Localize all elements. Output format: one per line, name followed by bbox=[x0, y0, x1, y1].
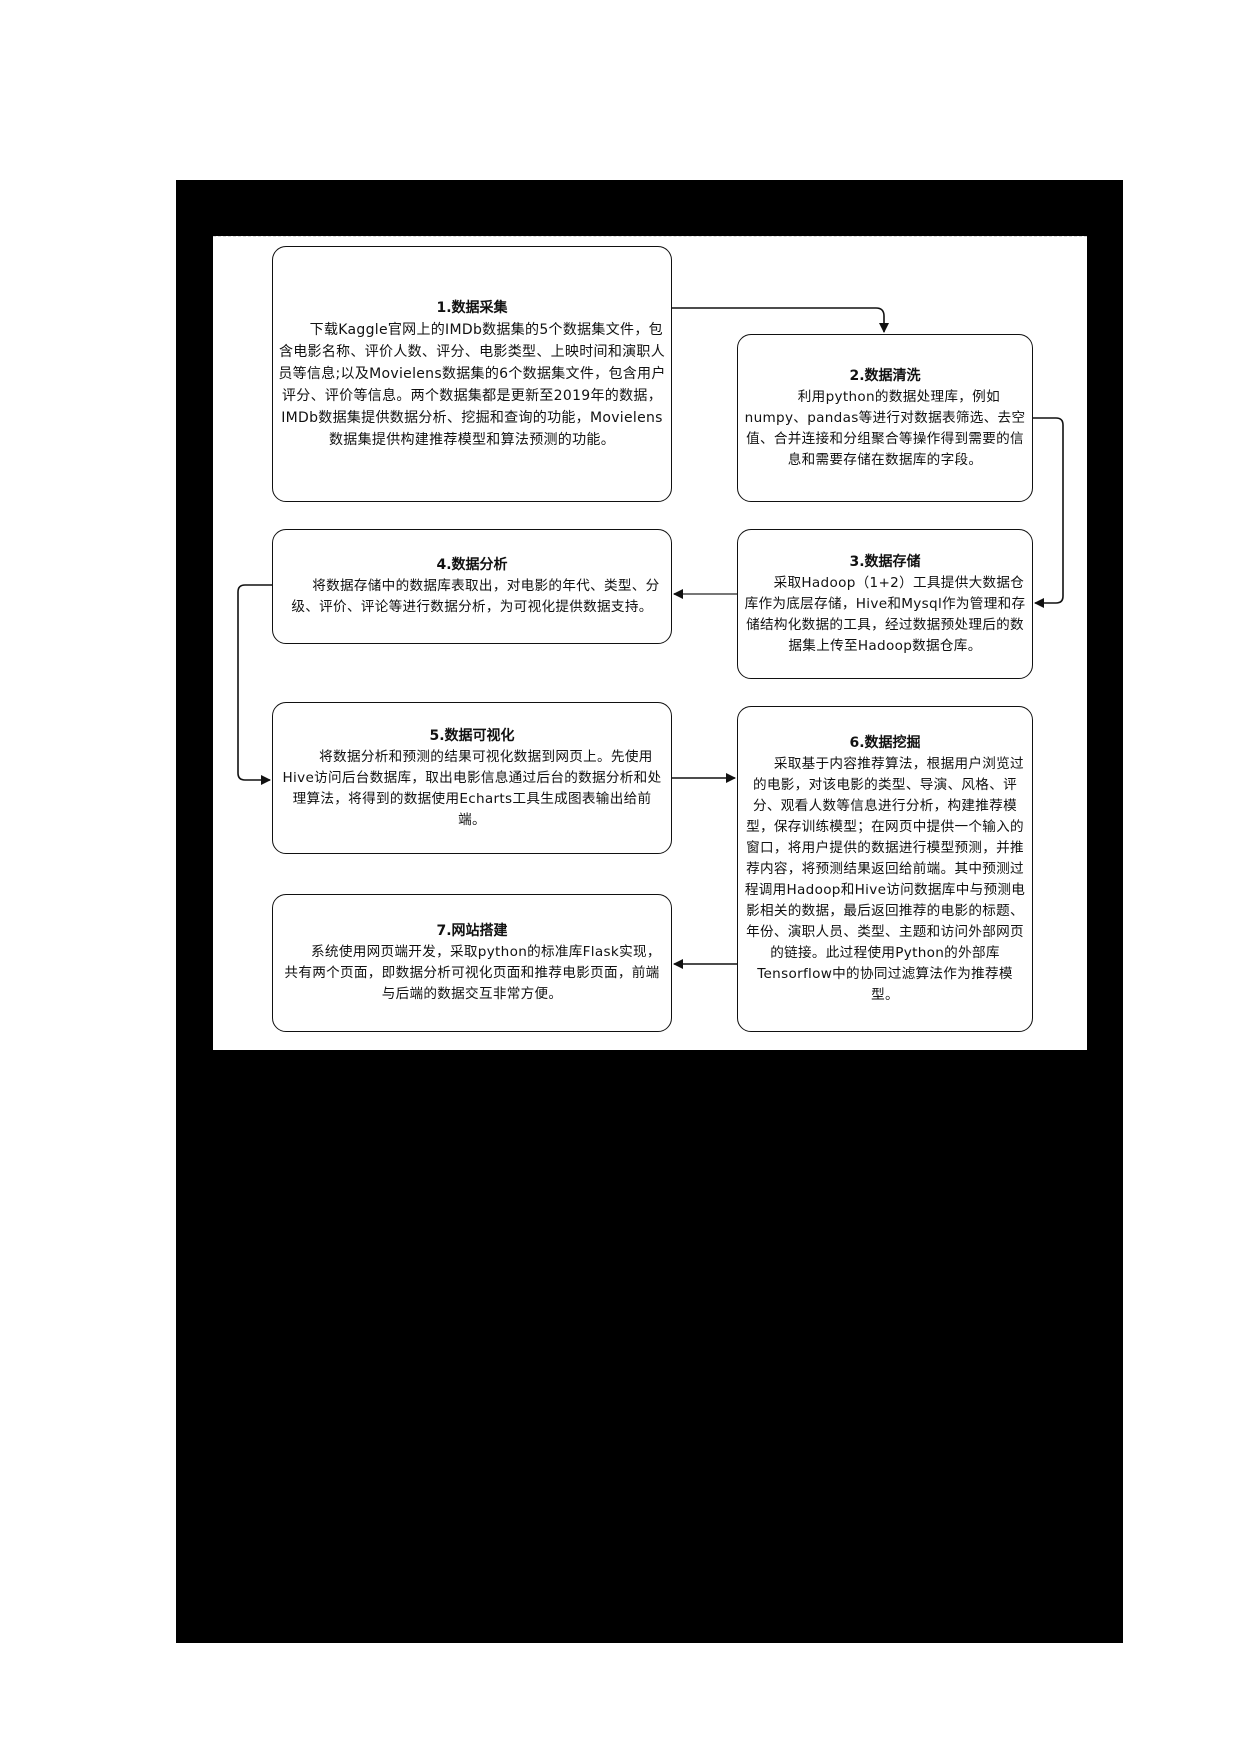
step-7-website-building-box: 7.网站搭建 系统使用网页端开发，采取python的标准库Flask实现，共有两… bbox=[272, 894, 672, 1032]
step-4-body: 将数据存储中的数据库表取出，对电影的年代、类型、分级、评价、评论等进行数据分析，… bbox=[284, 578, 660, 615]
step-5-title: 5.数据可视化 bbox=[429, 727, 515, 744]
step-1-body: 下载Kaggle官网上的IMDb数据集的5个数据集文件，包含电影名称、评价人数、… bbox=[278, 321, 666, 448]
step-7-title: 7.网站搭建 bbox=[436, 923, 508, 939]
step-3-data-storage-box: 3.数据存储 采取Hadoop（1+2）工具提供大数据仓库作为底层存储，Hive… bbox=[737, 529, 1033, 679]
step-2-body: 利用python的数据处理库，例如numpy、pandas等进行对数据表筛选、去… bbox=[744, 388, 1026, 468]
step-4-data-analysis-box: 4.数据分析 将数据存储中的数据库表取出，对电影的年代、类型、分级、评价、评论等… bbox=[272, 529, 672, 644]
step-5-data-visualization-box: 5.数据可视化 将数据分析和预测的结果可视化数据到网页上。先使用Hive访问后台… bbox=[272, 702, 672, 854]
step-6-data-mining-box: 6.数据挖掘 采取基于内容推荐算法，根据用户浏览过的电影，对该电影的类型、导演、… bbox=[737, 706, 1033, 1032]
step-5-body: 将数据分析和预测的结果可视化数据到网页上。先使用Hive访问后台数据库，取出电影… bbox=[282, 748, 662, 828]
step-1-data-collection-box: 1.数据采集 下载Kaggle官网上的IMDb数据集的5个数据集文件，包含电影名… bbox=[272, 246, 672, 502]
step-1-title: 1.数据采集 bbox=[436, 299, 508, 316]
step-2-title: 2.数据清洗 bbox=[849, 367, 921, 384]
step-7-body: 系统使用网页端开发，采取python的标准库Flask实现，共有两个页面，即数据… bbox=[283, 944, 661, 1002]
step-3-body: 采取Hadoop（1+2）工具提供大数据仓库作为底层存储，Hive和Mysql作… bbox=[744, 574, 1026, 654]
step-6-title: 6.数据挖掘 bbox=[849, 734, 921, 751]
step-4-title: 4.数据分析 bbox=[436, 557, 508, 573]
step-6-body: 采取基于内容推荐算法，根据用户浏览过的电影，对该电影的类型、导演、风格、评分、观… bbox=[744, 755, 1026, 1003]
step-2-data-cleaning-box: 2.数据清洗 利用python的数据处理库，例如numpy、pandas等进行对… bbox=[737, 334, 1033, 502]
step-3-title: 3.数据存储 bbox=[849, 553, 921, 570]
